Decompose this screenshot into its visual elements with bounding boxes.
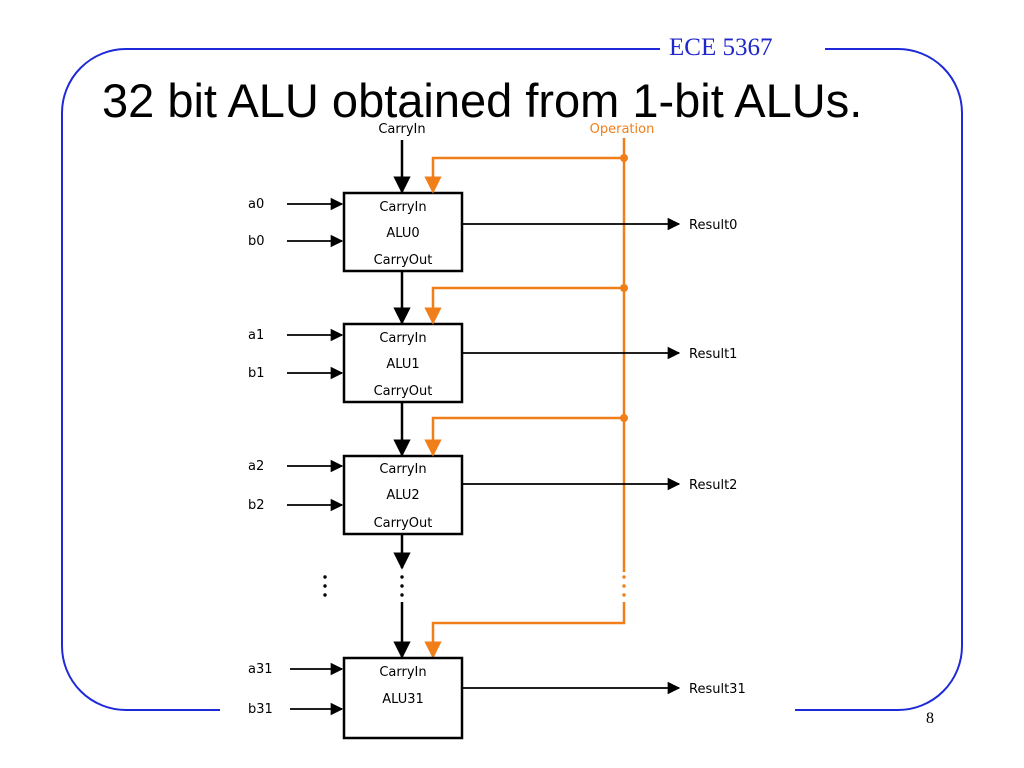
- ellipsis-carry-chain: [400, 575, 404, 597]
- alu-name: ALU31: [382, 692, 424, 707]
- alu-result-label: Result2: [689, 478, 737, 493]
- alu-input-a-label: a1: [248, 328, 264, 343]
- alu-carry-out-label: CarryOut: [374, 384, 433, 399]
- operation-label: Operation: [590, 122, 655, 137]
- alu-carry-out-label: CarryOut: [374, 253, 433, 268]
- alu-input-a-label: a0: [248, 197, 264, 212]
- alu-input-a-label: a31: [248, 662, 273, 677]
- operation-bus-bottom: [424, 602, 626, 659]
- alu-carry-out-label: CarryOut: [374, 516, 433, 531]
- alu-carry-in-label: CarryIn: [379, 331, 426, 346]
- operation-bus-ellipsis: [622, 575, 626, 597]
- alu-name: ALU1: [386, 357, 419, 372]
- slide-title: 32 bit ALU obtained from 1-bit ALUs.: [102, 74, 863, 127]
- alu-input-b-label: b1: [248, 366, 265, 381]
- operation-tap-wire: [424, 286, 624, 325]
- operation-tap-wire: [424, 416, 624, 457]
- alu-input-b-label: b0: [248, 234, 265, 249]
- alu-carry-in-label: CarryIn: [379, 200, 426, 215]
- alu-0: CarryIn ALU0 CarryOut a0 b0 Result0: [248, 154, 737, 325]
- alu-result-label: Result31: [689, 682, 746, 697]
- page-number: 8: [926, 710, 934, 727]
- alu-2: CarryIn ALU2 CarryOut a2 b2 Result2: [248, 414, 737, 570]
- alu-box: [342, 322, 464, 404]
- ellipsis-inputs: [323, 575, 327, 597]
- operation-tap-wire: [424, 156, 624, 194]
- alu-result-label: Result0: [689, 218, 737, 233]
- alu-name: ALU2: [386, 488, 419, 503]
- alu-name: ALU0: [386, 226, 419, 241]
- alu-input-b-label: b2: [248, 498, 265, 513]
- alu-1: CarryIn ALU1 CarryOut a1 b1 Result1: [248, 284, 737, 457]
- alu-input-b-label: b31: [248, 702, 273, 717]
- alu-result-label: Result1: [689, 347, 737, 362]
- course-label: ECE 5367: [669, 34, 773, 61]
- alu-carry-in-label: CarryIn: [379, 665, 426, 680]
- alu-box: [342, 454, 464, 536]
- alu-carry-in-label: CarryIn: [379, 462, 426, 477]
- carry-in-top-label: CarryIn: [378, 122, 425, 137]
- alu-box: [342, 656, 464, 740]
- alu-input-a-label: a2: [248, 459, 264, 474]
- alu-31: CarryIn ALU31 a31 b31 Result31: [248, 656, 746, 740]
